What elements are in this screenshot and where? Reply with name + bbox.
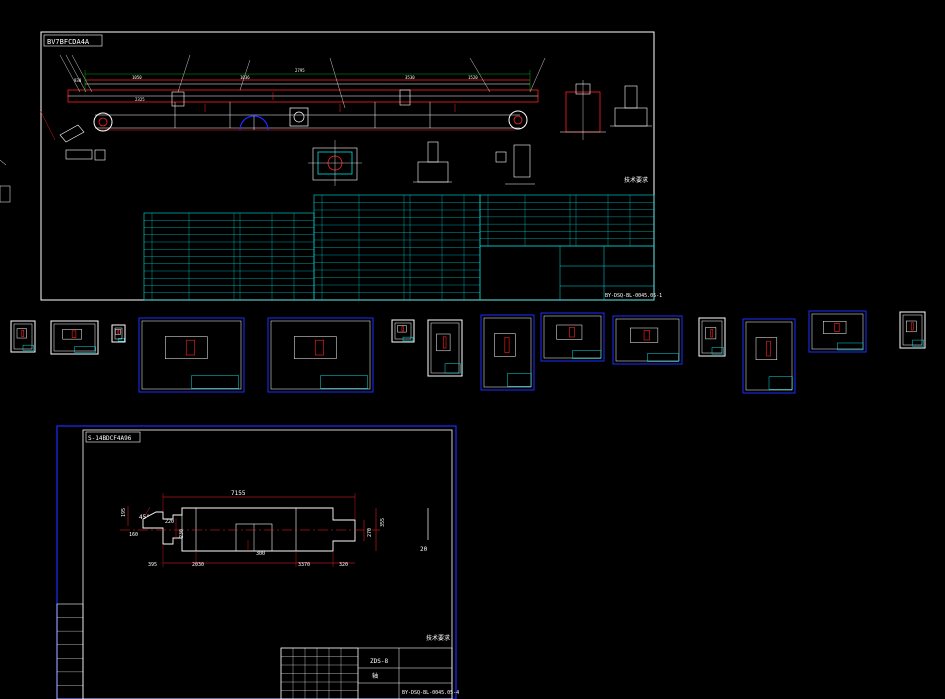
- main-title-block: BY-DSQ-BL-0045.05-1: [479, 245, 662, 301]
- dim-bottom-mid: 2030: [192, 562, 204, 568]
- dim-bottom-left: 395: [148, 562, 157, 568]
- dim-overall: 7155: [231, 490, 246, 497]
- dim-right-end: 320: [339, 562, 348, 568]
- side-view-stand: [610, 85, 652, 127]
- dim-right-dia2: 355: [380, 518, 386, 527]
- dim-center: 300: [256, 551, 265, 557]
- dim-left-height: 195: [121, 508, 127, 517]
- roughness-value: 20: [420, 546, 428, 553]
- offsheet-fragment: [0, 159, 11, 203]
- thumbnail-sheet-2[interactable]: [50, 320, 99, 355]
- main-dim-5: 1520: [468, 75, 478, 80]
- dim-chamfer: 45°: [139, 514, 150, 521]
- thumbnail-sheet-8[interactable]: [480, 314, 535, 391]
- thumbnail-sheet-5[interactable]: [267, 317, 374, 393]
- main-title-stamp-box: [43, 34, 103, 47]
- shaft-drawing-number: BY-DSQ-BL-0045.05-4: [402, 690, 459, 696]
- head-pulley: [508, 110, 528, 130]
- shaft-title-stamp: S-14BDCF4A96: [88, 435, 132, 442]
- dim-step1: 220: [165, 519, 174, 525]
- main-dim-6: 930: [74, 78, 82, 83]
- shaft-title-stamp-box: [85, 431, 141, 443]
- main-notes-label: 技术要求: [624, 176, 648, 184]
- main-dim-2: 2325: [135, 97, 145, 102]
- main-dim-1: 1050: [132, 75, 142, 80]
- thumbnail-sheet-7[interactable]: [427, 319, 463, 377]
- shaft-sheet-inner-border: [82, 429, 453, 699]
- thumbnail-sheet-12[interactable]: [742, 318, 796, 394]
- main-sheet-border: [40, 31, 655, 301]
- dim-right-dia1: 270: [367, 528, 373, 537]
- main-drawing-number: BY-DSQ-BL-0045.05-1: [605, 293, 662, 299]
- thumbnail-sheet-6[interactable]: [391, 319, 415, 343]
- tail-pulley: [93, 112, 113, 132]
- shaft-dimensions: 7155 195 45° 160 220 230 395 2030 300 33…: [121, 490, 386, 568]
- main-assembly-sheet[interactable]: BV7BFCDA4A: [39, 31, 662, 301]
- thumbnail-sheet-11[interactable]: [698, 317, 726, 357]
- thumbnail-sheet-10[interactable]: [612, 315, 683, 365]
- shaft-revision-column: [56, 603, 84, 699]
- surface-roughness-symbol: 20: [420, 508, 429, 553]
- main-dim-4: 3530: [405, 75, 415, 80]
- thumbnail-sheet-9[interactable]: [540, 312, 605, 362]
- shaft-profile: [120, 507, 380, 552]
- section-view-bearing: [308, 140, 362, 186]
- shaft-title-part: 轴: [372, 672, 378, 680]
- side-view-pulley: [560, 80, 606, 140]
- main-title-stamp: BV7BFCDA4A: [47, 38, 90, 46]
- thumbnail-sheet-13[interactable]: [808, 310, 867, 353]
- thumbnail-sheet-14[interactable]: [899, 311, 926, 349]
- shaft-sheet-outer-border: [56, 425, 457, 699]
- conveyor-frame: 2795 1050 2325 1036 3530 1520 930: [59, 54, 546, 132]
- thumbnail-sheet-row: [10, 310, 926, 394]
- main-dim-0: 2795: [295, 68, 305, 73]
- section-view-bracket: [495, 144, 535, 185]
- shaft-title-code: ZDS-8: [370, 658, 388, 665]
- dim-left-dia: 160: [129, 532, 138, 538]
- section-view-roller-stand: [413, 141, 452, 183]
- tensioner-detail: [39, 109, 106, 161]
- shaft-notes-mark: 技术要求: [426, 634, 450, 642]
- dim-bottom-right: 3370: [298, 562, 310, 568]
- dim-step2: 230: [179, 529, 185, 538]
- thumbnail-sheet-4[interactable]: [138, 317, 245, 393]
- main-dim-3: 1036: [240, 75, 250, 80]
- main-sheet-inner-border: [40, 31, 655, 301]
- shaft-detail-sheet[interactable]: S-14BDCF4A96: [56, 425, 459, 699]
- parts-list-table-right: [313, 194, 655, 301]
- shaft-title-block: ZDS-8 轴 BY-DSQ-BL-0045.05-4: [280, 647, 459, 699]
- thumbnail-sheet-1[interactable]: [10, 320, 36, 353]
- parts-list-table-left: [143, 212, 315, 301]
- thumbnail-sheet-3[interactable]: [111, 324, 126, 343]
